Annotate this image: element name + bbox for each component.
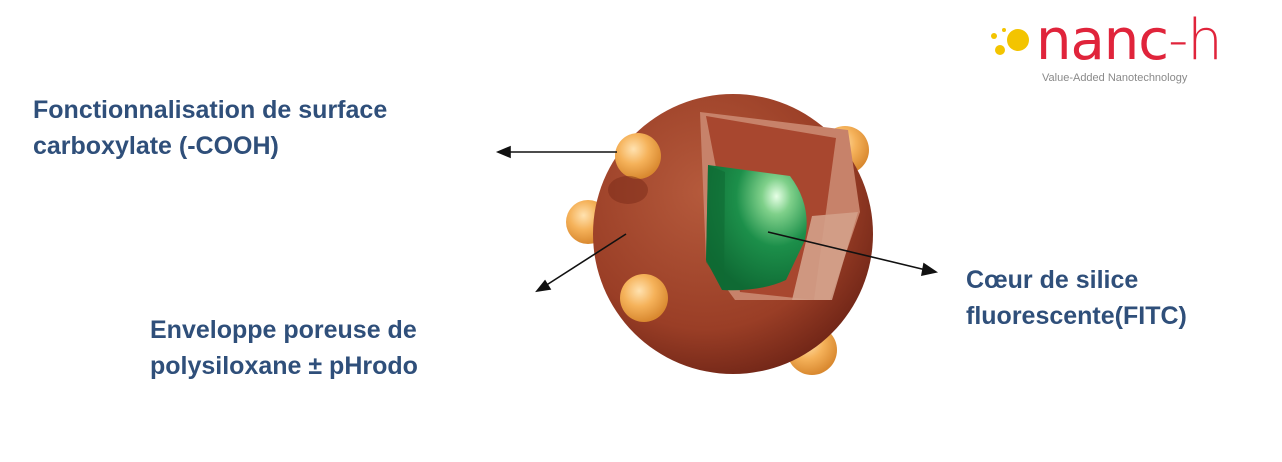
surface-functionalization-label: Fonctionnalisation de surface carboxylat… [33,92,387,164]
label-line: Enveloppe poreuse de [150,312,418,348]
label-line: polysiloxane ± pHrodo [150,348,418,384]
nano-h-logo: nanc-h Value-Added Nanotechnology [988,10,1258,90]
logo-dots-icon [988,24,1034,64]
silica-core-label: Cœur de silice fluorescente(FITC) [966,262,1187,334]
label-line: fluorescente(FITC) [966,298,1187,334]
surface-group-knob [620,274,668,322]
arrowhead-core [922,264,936,275]
arrowhead-surface [498,147,510,157]
label-line: carboxylate (-COOH) [33,128,387,164]
label-line: Cœur de silice [966,262,1187,298]
porous-shell-label: Enveloppe poreuse de polysiloxane ± pHro… [150,312,418,384]
label-line: Fonctionnalisation de surface [33,92,387,128]
surface-group-knob [615,133,661,179]
logo-tagline: Value-Added Nanotechnology [1042,72,1187,84]
arrowhead-shell [537,281,550,291]
knob-shadow [608,176,648,204]
logo-wordmark: nanc-h [1036,10,1222,72]
